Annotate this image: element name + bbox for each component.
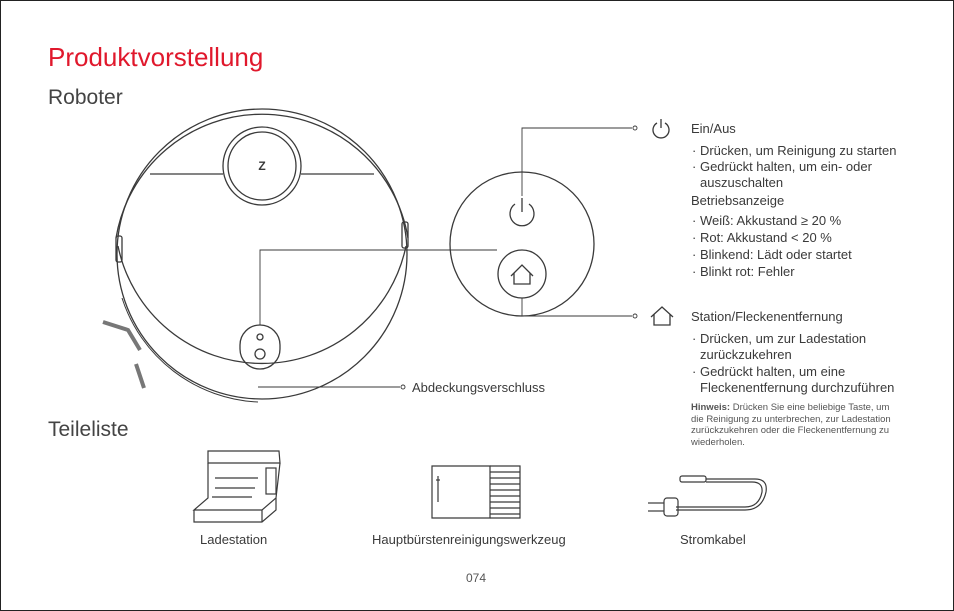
leader-zoom	[259, 249, 497, 325]
part-cable-caption: Stromkabel	[680, 532, 746, 547]
status-bullet-1: Weiß: Akkustand ≥ 20 %	[690, 213, 930, 229]
status-bullets: Weiß: Akkustand ≥ 20 % Rot: Akkustand < …	[690, 213, 930, 280]
page-title: Produktvorstellung	[48, 42, 264, 72]
zoom-home-icon	[510, 264, 534, 285]
power-bullet-2: Gedrückt halten, um ein- oder auszuschal…	[690, 159, 920, 191]
part-tool-caption: Hauptbürstenreinigungswerkzeug	[372, 532, 566, 547]
note-label: Hinweis:	[691, 402, 731, 413]
side-brush	[102, 320, 142, 352]
status-bullet-2: Rot: Akkustand < 20 %	[690, 230, 930, 246]
station-bullets: Drücken, um zur Ladestation zurückzukehr…	[690, 331, 930, 396]
power-icon	[652, 119, 670, 139]
cleaning-tool-illustration	[431, 465, 521, 519]
laser-cover	[222, 126, 302, 206]
robot-logo: Z	[258, 159, 265, 173]
power-bullet-1: Drücken, um Reinigung zu starten	[690, 143, 930, 159]
status-bullet-3: Blinkend: Lädt oder startet	[690, 247, 930, 263]
station-heading: Station/Fleckenentfernung	[691, 309, 843, 324]
status-bullet-4: Blinkt rot: Fehler	[690, 264, 930, 280]
robot-button-panel	[239, 324, 281, 370]
section-robot-heading: Roboter	[48, 86, 123, 109]
page-number: 074	[466, 571, 487, 585]
station-bullet-1: Drücken, um zur Ladestation zurückzukehr…	[690, 331, 900, 363]
section-parts-heading: Teileliste	[48, 418, 129, 441]
robot-vacuum	[102, 108, 409, 403]
callout-cover: Abdeckungsverschluss	[412, 380, 545, 395]
dock-illustration	[192, 450, 281, 523]
zoom-power-icon	[509, 198, 535, 227]
leader-home	[521, 298, 632, 317]
note-text: Drücken Sie eine beliebige Taste, um die…	[691, 402, 891, 448]
status-heading: Betriebsanzeige	[691, 193, 785, 208]
leader-power	[521, 127, 632, 196]
station-bullet-2: Gedrückt halten, um eine Fleckenentfernu…	[690, 364, 930, 396]
power-heading: Ein/Aus	[691, 121, 736, 136]
power-cable-illustration	[648, 475, 767, 517]
part-dock-caption: Ladestation	[200, 532, 268, 547]
home-icon	[650, 306, 674, 326]
power-bullets: Drücken, um Reinigung zu starten Gedrück…	[690, 143, 930, 191]
note: Hinweis: Drücken Sie eine beliebige Tast…	[691, 402, 891, 448]
